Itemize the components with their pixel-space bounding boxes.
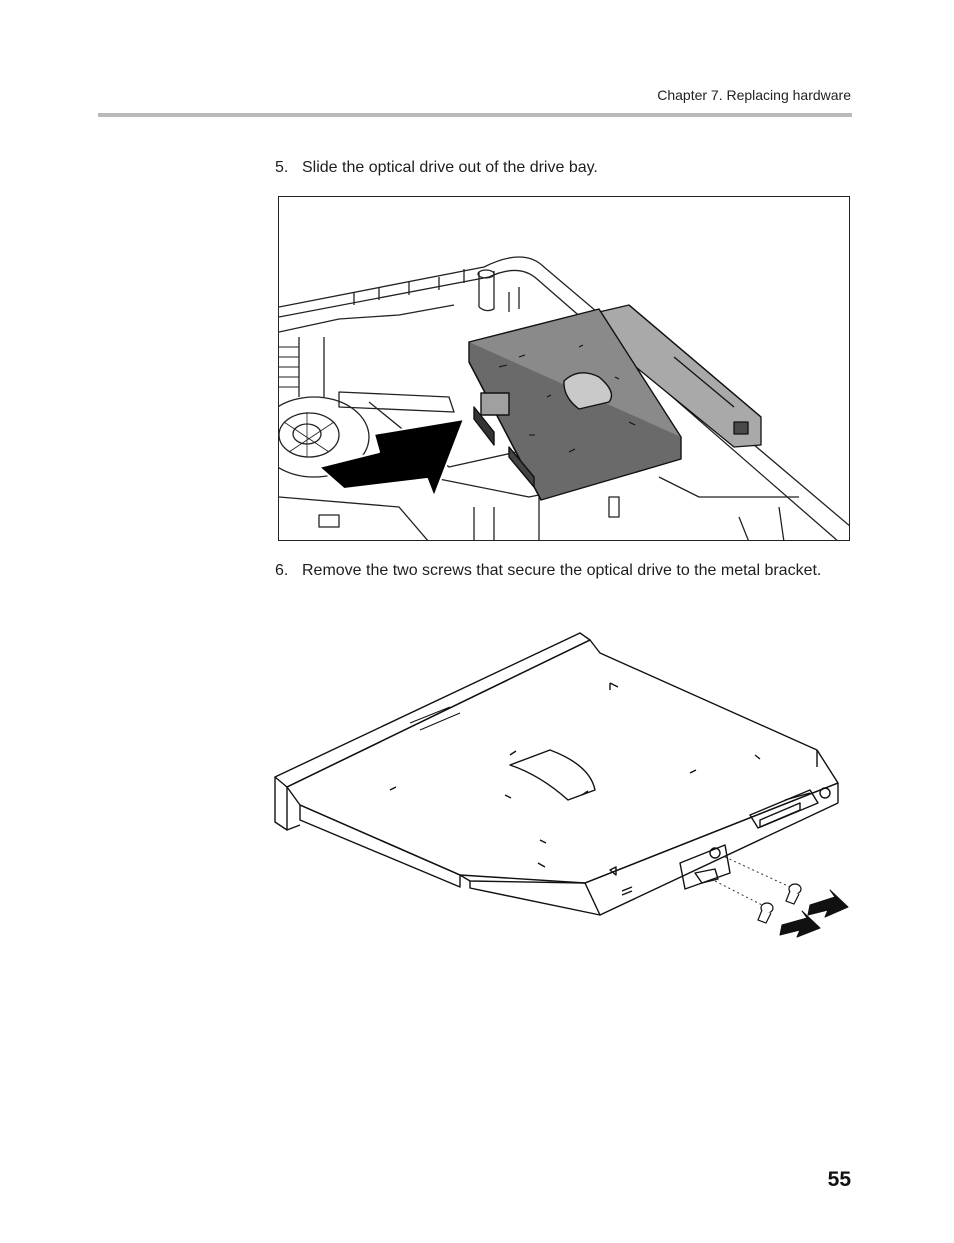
- page-number: 55: [827, 1168, 851, 1191]
- header-rule: [98, 113, 852, 117]
- step-5: 5. Slide the optical drive out of the dr…: [275, 157, 835, 179]
- step-text: Remove the two screws that secure the op…: [302, 562, 822, 579]
- running-header: Chapter 7. Replacing hardware: [657, 87, 851, 103]
- step-number: 5.: [275, 159, 289, 176]
- step-text: Slide the optical drive out of the drive…: [302, 159, 598, 176]
- illustration-slide-drive-out: [278, 196, 850, 541]
- illustration-remove-bracket-screws: [270, 625, 855, 945]
- step-number: 6.: [275, 562, 289, 579]
- step-6: 6. Remove the two screws that secure the…: [275, 560, 835, 582]
